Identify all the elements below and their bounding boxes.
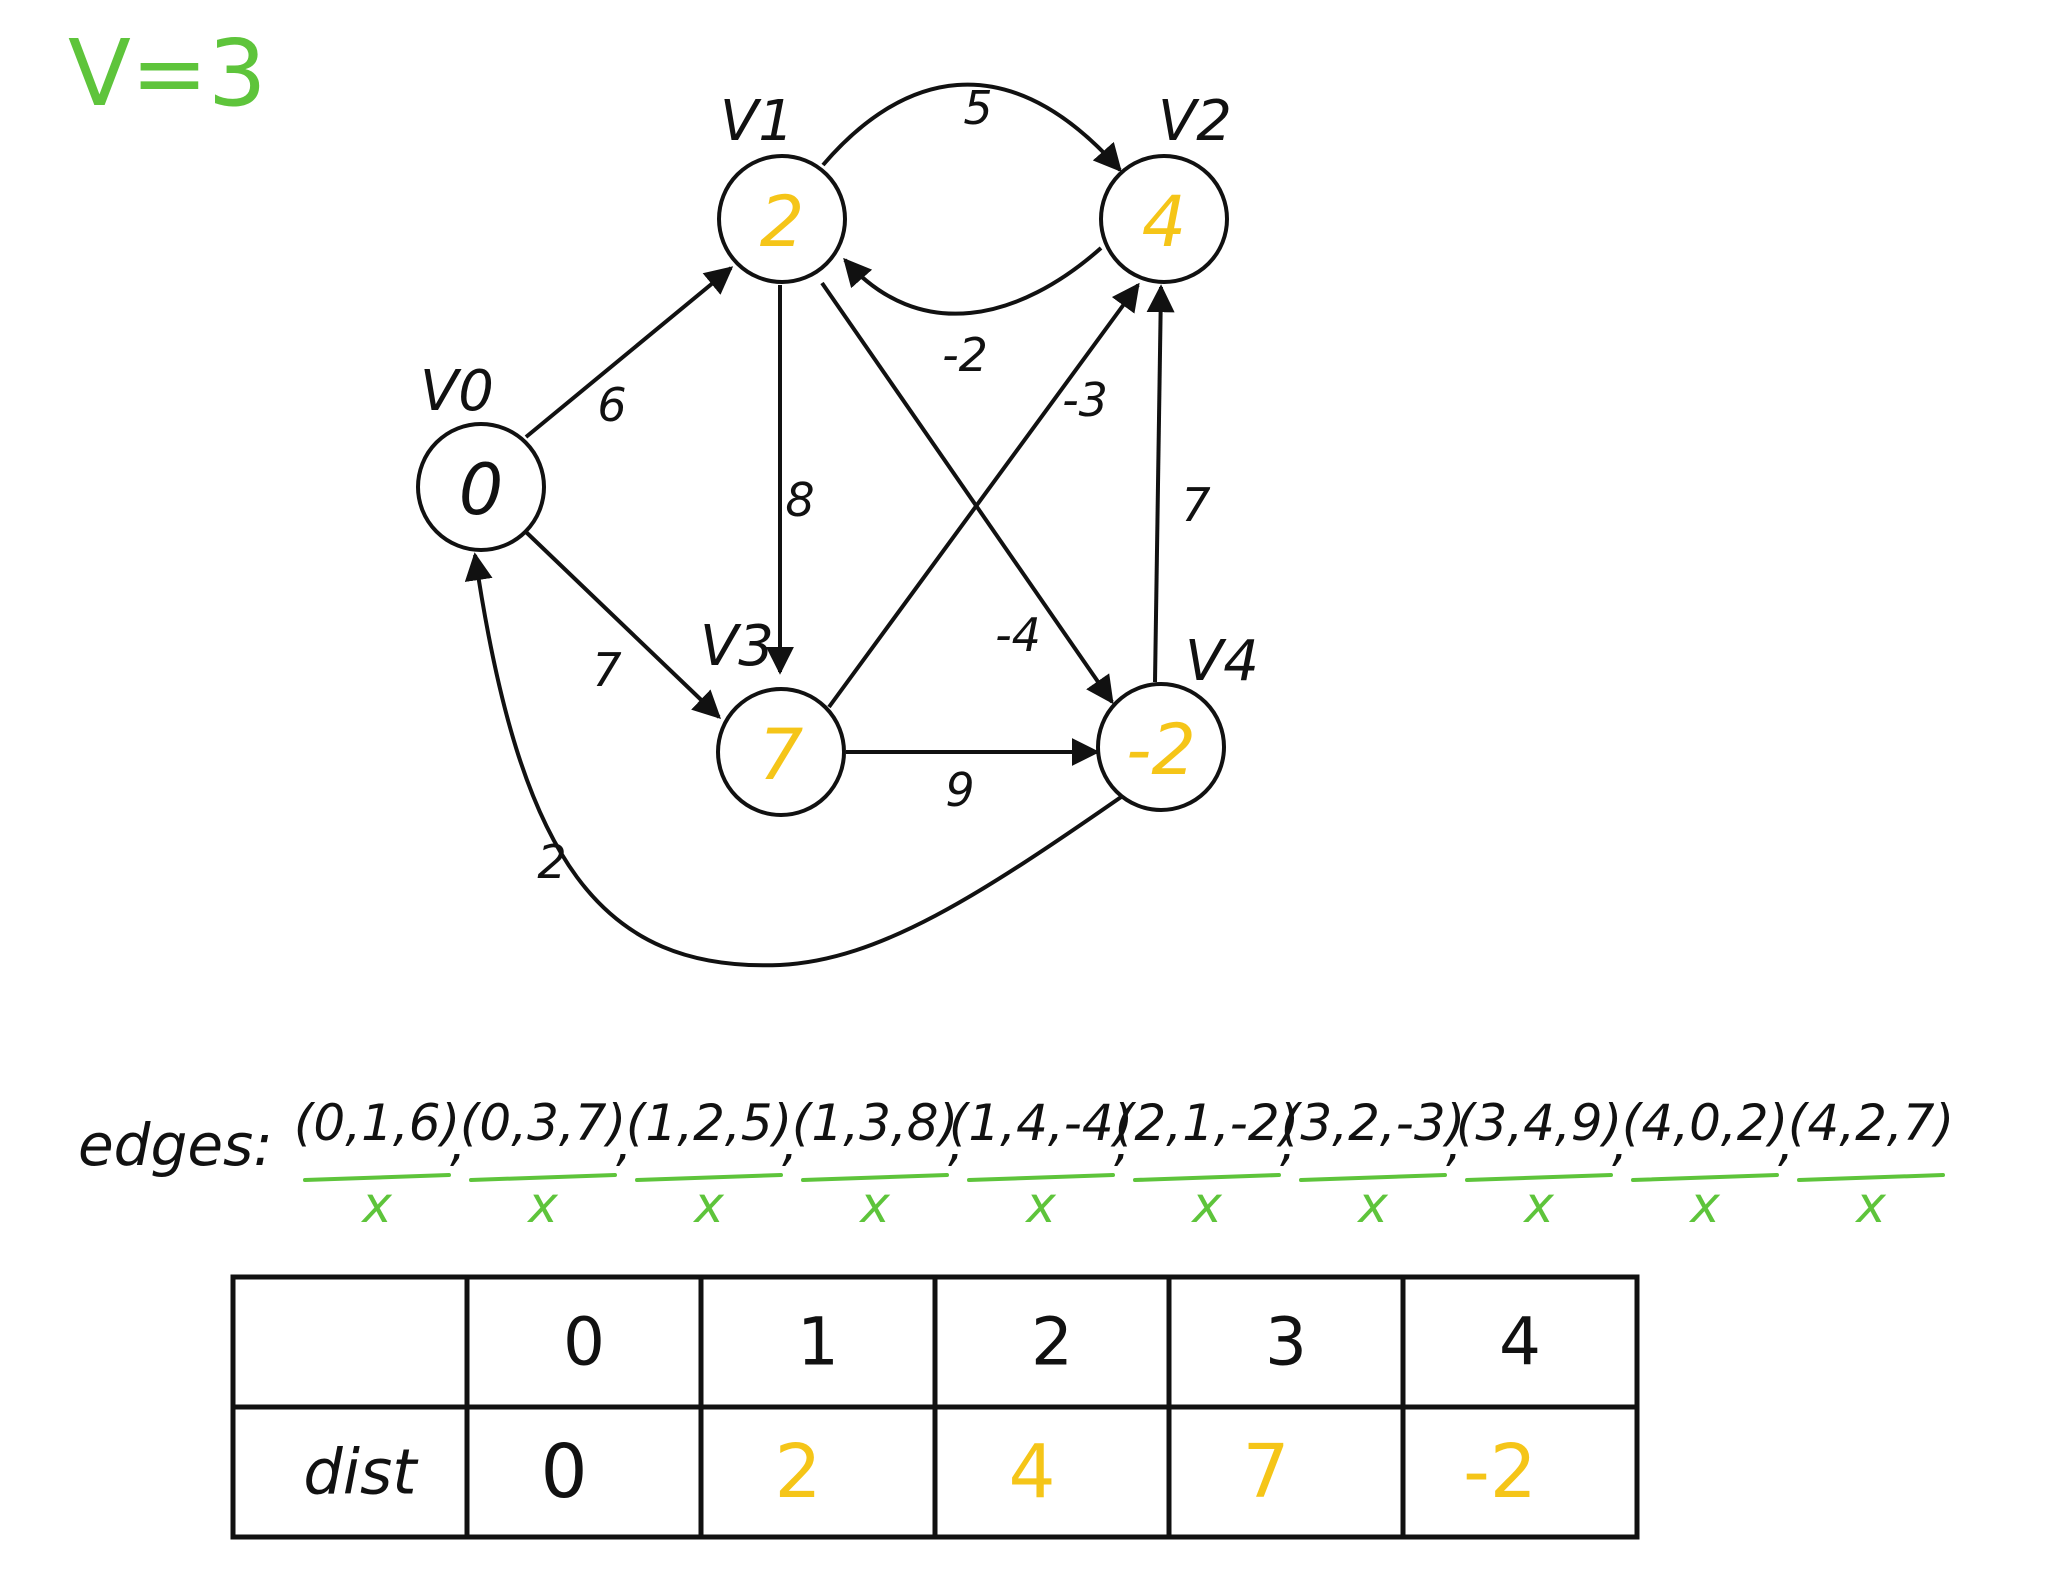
node-v4-label: V4 xyxy=(1185,629,1259,694)
node-v1-value: 2 xyxy=(760,181,805,263)
edge-tuple: (0,3,7) xyxy=(460,1094,626,1152)
weight-v1-v2: 5 xyxy=(963,81,992,135)
weight-v0-v3: 7 xyxy=(592,643,621,697)
edge-v0-v1 xyxy=(524,266,734,439)
edge-processed-mark: x xyxy=(360,1176,392,1234)
edge-separator: , xyxy=(1612,1114,1628,1172)
edge-underline xyxy=(967,1173,1115,1182)
edge-underline xyxy=(1133,1173,1281,1182)
edge-tuple: (2,1,-2) xyxy=(1115,1094,1299,1152)
table-header-cell: 1 xyxy=(797,1304,839,1381)
edge-tuple: (1,3,8) xyxy=(792,1094,958,1152)
node-v0-value: 0 xyxy=(459,449,504,531)
iteration-label: V=3 xyxy=(68,20,267,127)
graph-nodes: 0 V0 2 V1 4 V2 7 V3 -2 V4 xyxy=(416,89,1259,817)
table-header-cell: 2 xyxy=(1031,1304,1073,1381)
node-v3-label: V3 xyxy=(700,614,774,679)
edge-underline xyxy=(1299,1173,1447,1182)
edge-tuple: (4,2,7) xyxy=(1788,1094,1954,1152)
weight-v4-v2: 7 xyxy=(1181,478,1210,532)
edge-processed-mark: x xyxy=(1190,1176,1222,1234)
edge-underline xyxy=(469,1173,617,1182)
edge-underline xyxy=(303,1173,451,1182)
edge-v4-v2 xyxy=(1146,284,1175,683)
edge-underline xyxy=(1465,1173,1613,1182)
edge-processed-mark: x xyxy=(526,1176,558,1234)
edge-v0-v3 xyxy=(524,530,722,719)
edge-underline xyxy=(1797,1173,1945,1182)
node-v0: 0 V0 xyxy=(416,359,546,552)
weight-v4-v0: 2 xyxy=(537,835,566,889)
table-row-label: dist xyxy=(303,1436,419,1509)
node-v4: -2 V4 xyxy=(1096,629,1259,812)
edge-processed-mark: x xyxy=(1854,1176,1886,1234)
edge-list-title: edges: xyxy=(78,1111,273,1179)
weight-v1-v4: -4 xyxy=(995,608,1041,662)
edge-separator: , xyxy=(616,1114,632,1172)
edge-tuple: (1,4,-4) xyxy=(949,1094,1133,1152)
dist-table-cells: 0 1 2 3 4 dist 0 2 4 7 -2 xyxy=(303,1304,1541,1516)
table-header-cell: 3 xyxy=(1265,1304,1307,1381)
node-v2: 4 V2 xyxy=(1099,89,1232,284)
table-dist-value: 2 xyxy=(774,1429,821,1515)
edge-processed-mark: x xyxy=(692,1176,724,1234)
edge-separator: , xyxy=(1778,1114,1794,1172)
node-v0-label: V0 xyxy=(420,359,494,424)
edge-v1-v2 xyxy=(821,82,1122,173)
edge-separator: , xyxy=(1280,1114,1296,1172)
edge-tuple: (0,1,6) xyxy=(294,1094,460,1152)
edge-processed-mark: x xyxy=(858,1176,890,1234)
edge-processed-mark: x xyxy=(1688,1176,1720,1234)
weight-v1-v3: 8 xyxy=(785,473,814,527)
edge-separator: , xyxy=(1446,1114,1462,1172)
edge-tuple: (1,2,5) xyxy=(626,1094,792,1152)
weight-v0-v1: 6 xyxy=(597,378,626,432)
edge-underline xyxy=(635,1173,783,1182)
edge-processed-mark: x xyxy=(1522,1176,1554,1234)
edge-separator: , xyxy=(450,1114,466,1172)
table-dist-value: 0 xyxy=(540,1429,587,1515)
edge-underline xyxy=(1631,1173,1779,1182)
table-dist-value: 4 xyxy=(1008,1429,1055,1515)
edge-processed-mark: x xyxy=(1356,1176,1388,1234)
node-v3-value: 7 xyxy=(759,714,804,796)
node-v2-label: V2 xyxy=(1158,89,1232,154)
edge-processed-mark: x xyxy=(1024,1176,1056,1234)
edge-separator: , xyxy=(782,1114,798,1172)
table-dist-value: 7 xyxy=(1242,1429,1289,1515)
edge-list: edges: (0,1,6)x,(0,3,7)x,(1,2,5)x,(1,3,8… xyxy=(78,1094,1954,1234)
dist-table: 0 1 2 3 4 dist 0 2 4 7 -2 xyxy=(230,1274,1640,1540)
table-header-cell: 0 xyxy=(563,1304,605,1381)
edge-v4-v0 xyxy=(464,552,1126,968)
edge-v3-v2 xyxy=(827,282,1140,709)
table-dist-value: -2 xyxy=(1463,1429,1537,1515)
edge-underline xyxy=(801,1173,949,1182)
node-v3: 7 V3 xyxy=(700,614,846,817)
edge-list-items: (0,1,6)x,(0,3,7)x,(1,2,5)x,(1,3,8)x,(1,4… xyxy=(294,1094,1954,1234)
edge-tuple: (4,0,2) xyxy=(1622,1094,1788,1152)
table-header-cell: 4 xyxy=(1499,1304,1541,1381)
edge-tuple: (3,2,-3) xyxy=(1281,1094,1465,1152)
node-v2-value: 4 xyxy=(1142,181,1187,263)
weight-v3-v2: -3 xyxy=(1062,373,1108,427)
edge-separator: , xyxy=(1114,1114,1130,1172)
node-v1: 2 V1 xyxy=(717,89,847,284)
edge-tuple: (3,4,9) xyxy=(1456,1094,1622,1152)
edge-v2-v1 xyxy=(843,246,1103,316)
edge-weights: 6 7 5 8 -4 -2 -3 9 2 7 xyxy=(537,81,1210,889)
dist-table-grid xyxy=(230,1274,1640,1540)
node-v1-label: V1 xyxy=(720,89,794,154)
node-v4-value: -2 xyxy=(1126,709,1196,791)
weight-v3-v4: 9 xyxy=(945,763,974,817)
weight-v2-v1: -2 xyxy=(942,328,988,382)
graph-edges xyxy=(464,82,1175,968)
edge-v1-v4 xyxy=(820,281,1114,705)
edge-separator: , xyxy=(948,1114,964,1172)
